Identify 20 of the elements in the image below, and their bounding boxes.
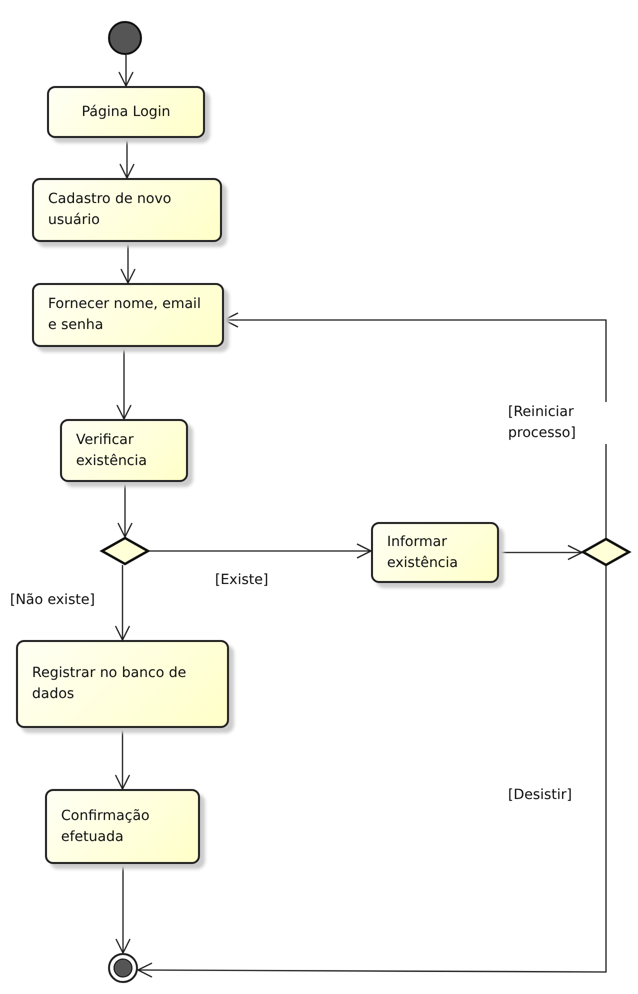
arrow bbox=[149, 543, 372, 559]
action-box: Cadastro de novo usuário bbox=[32, 178, 222, 242]
arrow bbox=[117, 482, 133, 538]
arrow bbox=[120, 242, 136, 284]
action-box: Fornecer nome, email e senha bbox=[32, 283, 224, 347]
guard-label: [Reiniciar processo] bbox=[508, 402, 608, 444]
arrow bbox=[119, 138, 135, 179]
action-box: Registrar no banco de dados bbox=[16, 640, 229, 728]
arrow bbox=[223, 312, 607, 538]
action-box: Verificar existência bbox=[60, 419, 188, 482]
arrow bbox=[114, 728, 130, 790]
action-box: Página Login bbox=[47, 86, 205, 138]
action-box: Informar existência bbox=[371, 522, 499, 583]
arrow bbox=[137, 566, 607, 978]
action-box: Confirmação efetuada bbox=[45, 789, 200, 864]
arrow bbox=[118, 55, 134, 87]
arrow bbox=[116, 347, 132, 420]
arrow bbox=[499, 544, 583, 560]
arrow bbox=[115, 864, 131, 954]
arrow bbox=[114, 565, 130, 641]
